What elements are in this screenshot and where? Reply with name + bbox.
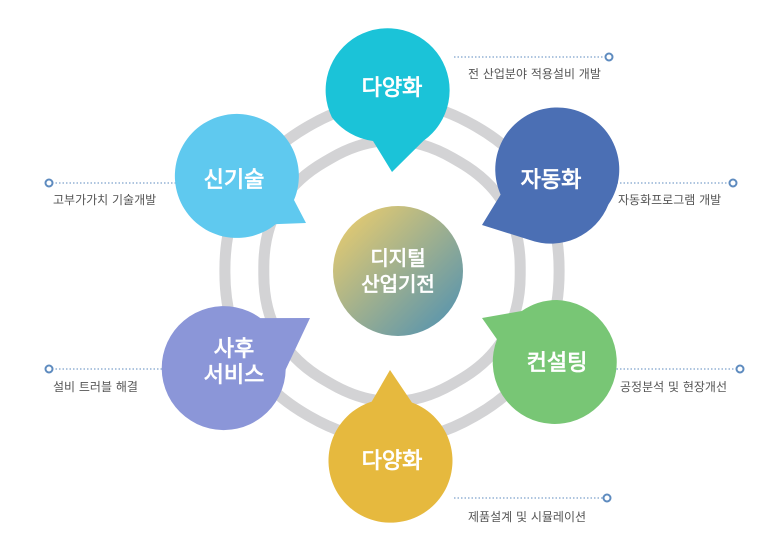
leader-dot-lower-right <box>735 364 745 374</box>
node-bottom-bubble <box>328 370 453 523</box>
node-bottom-label: 다양화 <box>362 449 423 474</box>
leader-dot-upper-right <box>728 178 738 188</box>
leader-dot-upper-left <box>44 178 54 188</box>
node-lower-left-bubble <box>161 306 310 431</box>
leader-dot-top <box>604 52 614 62</box>
note-top: 전 산업분야 적용설비 개발 <box>468 67 601 81</box>
node-lower-right-label: 컨설팅 <box>527 351 588 376</box>
center-label-line2: 산업기전 <box>361 272 435 296</box>
center-circle <box>333 206 463 336</box>
node-lower-right-bubble <box>482 300 617 424</box>
inner-ring <box>258 135 526 407</box>
leader-dot-bottom <box>602 493 612 503</box>
node-upper-right-bubble <box>482 107 620 244</box>
node-lower-left: 사후 서비스 <box>161 306 310 431</box>
note-bottom: 제품설계 및 시뮬레이션 <box>468 510 587 524</box>
leader-group <box>44 52 745 503</box>
note-upper-left: 고부가가치 기술개발 <box>53 193 157 207</box>
node-lower-right: 컨설팅 <box>482 300 617 424</box>
note-lower-left: 설비 트러블 해결 <box>53 380 138 394</box>
outer-ring <box>219 96 565 446</box>
node-upper-left-label: 신기술 <box>204 168 265 193</box>
node-upper-right-label: 자동화 <box>521 168 582 193</box>
node-top-bubble <box>325 28 450 173</box>
node-top: 다양화 <box>325 28 450 173</box>
center-label-line1: 디지털 <box>370 246 425 270</box>
ring-group <box>219 96 565 446</box>
node-bottom: 다양화 <box>328 370 453 523</box>
note-lower-right: 공정분석 및 현장개선 <box>620 380 727 394</box>
note-upper-right: 자동화프로그램 개발 <box>618 193 722 207</box>
center-node: 디지털 산업기전 <box>333 206 463 336</box>
node-lower-left-label-line1: 사후 <box>214 337 254 362</box>
node-upper-left-bubble <box>174 113 306 238</box>
node-upper-left: 신기술 <box>174 113 306 238</box>
node-lower-left-label-line2: 서비스 <box>204 363 265 388</box>
node-upper-right: 자동화 <box>482 107 620 244</box>
node-top-label: 다양화 <box>362 76 423 101</box>
leader-dot-lower-left <box>44 364 54 374</box>
